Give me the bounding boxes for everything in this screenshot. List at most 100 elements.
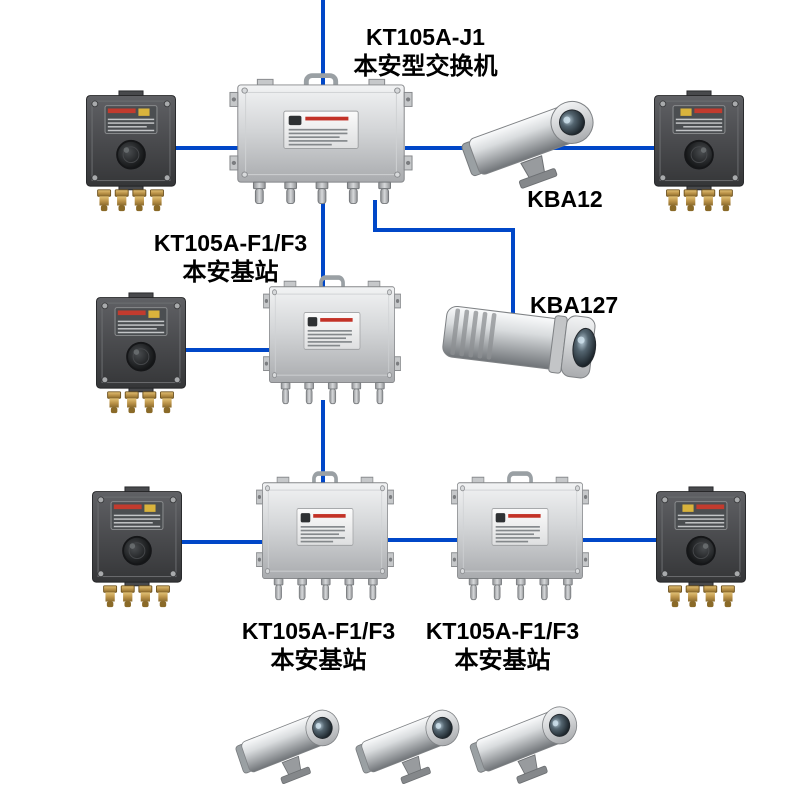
cable-gland — [103, 585, 118, 608]
corner-screws — [661, 496, 741, 578]
cable-glands — [666, 189, 733, 212]
label-kba127-text: KBA127 — [530, 292, 619, 318]
cover-frame — [101, 302, 181, 384]
camera-assembly — [461, 100, 594, 189]
bottom-connectors — [468, 578, 573, 601]
cable-gland — [668, 585, 682, 608]
ma-mark-icon — [680, 108, 692, 116]
label-base-bottom-right-model: KT105A-F1/F3 — [425, 618, 580, 644]
mount-flanges — [451, 489, 589, 568]
lift-handle — [312, 471, 338, 483]
label-base-bottom-right-name: 本安基站 — [454, 647, 551, 674]
label-base-middle-name: 本安基站 — [182, 259, 279, 286]
ma-mark-icon — [495, 513, 506, 523]
ma-mark-icon — [138, 108, 150, 116]
cable-gland — [124, 391, 139, 414]
label-switch-name: 本安型交换机 — [353, 53, 498, 80]
cover-frame — [462, 489, 578, 572]
cable-gland — [97, 189, 112, 212]
cable-connector — [320, 578, 331, 601]
corner-screws — [659, 100, 739, 182]
round-gland — [122, 535, 152, 566]
label-kba12-text: KBA12 — [527, 186, 603, 212]
cable-gland — [683, 189, 698, 212]
cable-glands — [97, 189, 164, 212]
cable-connector — [539, 578, 550, 601]
cable-gland — [685, 585, 700, 608]
junction-box-bottom-right — [650, 486, 752, 608]
round-gland — [126, 341, 156, 372]
mount-base — [518, 168, 558, 189]
cable-connector — [468, 578, 479, 601]
warning-plate — [114, 307, 168, 336]
cable-connector — [563, 578, 573, 601]
round-gland — [684, 139, 714, 170]
lift-handle — [303, 73, 339, 85]
cable-gland — [666, 189, 680, 212]
label-base-bottom-right: KT105A-F1/F3 本安基站 — [410, 616, 595, 676]
corner-screws — [241, 87, 401, 178]
cable-gland — [138, 585, 153, 608]
camera-assembly — [355, 709, 460, 785]
cable-gland — [160, 391, 174, 414]
cable-connector — [515, 578, 526, 601]
cable-gland — [132, 189, 147, 212]
label-base-bottom-left-model: KT105A-F1/F3 — [241, 618, 396, 644]
mount-base — [280, 766, 311, 785]
corner-screws — [101, 302, 181, 384]
camera-lens — [549, 713, 571, 737]
nameplate — [303, 312, 361, 350]
corner-screws — [272, 289, 392, 379]
cable-connector — [378, 181, 391, 205]
camera-assembly — [235, 709, 340, 785]
cable-connector — [252, 181, 266, 205]
warning-plate — [104, 105, 158, 134]
cable-glands — [103, 585, 170, 608]
camera-lens — [432, 716, 453, 739]
label-base-bottom-left-name: 本安基站 — [270, 647, 367, 674]
cable-gland — [120, 585, 135, 608]
corner-screws — [97, 496, 177, 578]
mount-base — [400, 766, 431, 785]
nameplate — [296, 508, 354, 546]
camera-assembly — [469, 706, 578, 784]
cable-connector — [375, 382, 385, 405]
cable-connector — [492, 578, 502, 601]
ma-mark-icon — [307, 317, 318, 327]
ma-mark-icon — [682, 504, 694, 512]
cover-frame — [91, 100, 171, 182]
nameplate — [491, 508, 549, 546]
camera-lens — [312, 716, 333, 739]
cable-connector — [273, 578, 284, 601]
lift-handle — [319, 275, 345, 287]
cable-gland — [718, 189, 733, 212]
label-base-middle: KT105A-F1/F3 本安基站 — [138, 228, 323, 288]
camera-bottom-1 — [228, 692, 346, 792]
wire-switch-kba127 — [373, 200, 515, 320]
switch-kt105a-j1 — [228, 70, 414, 212]
lift-handle — [507, 471, 533, 483]
warning-plate — [672, 105, 726, 134]
camera-assembly — [442, 305, 597, 379]
cable-gland — [701, 189, 716, 212]
mount-flanges — [263, 293, 401, 372]
cable-connector — [315, 181, 329, 205]
cooling-ribs — [450, 308, 497, 360]
junction-box-top-left — [80, 90, 182, 212]
camera-lens — [559, 109, 586, 136]
lens-highlight-icon — [552, 720, 559, 727]
cable-connector — [304, 382, 314, 405]
corner-screws — [460, 485, 580, 575]
lens-highlight-icon — [563, 116, 571, 124]
cover-frame — [245, 91, 397, 176]
cable-connector — [368, 578, 378, 601]
ma-mark-icon — [148, 310, 160, 318]
round-gland — [116, 139, 146, 170]
junction-box-middle-left — [90, 292, 192, 414]
cover-frame — [274, 293, 390, 376]
bottom-connectors — [252, 181, 391, 205]
cable-connector — [351, 382, 362, 405]
bottom-connectors — [280, 382, 385, 405]
cable-glands — [668, 585, 735, 608]
